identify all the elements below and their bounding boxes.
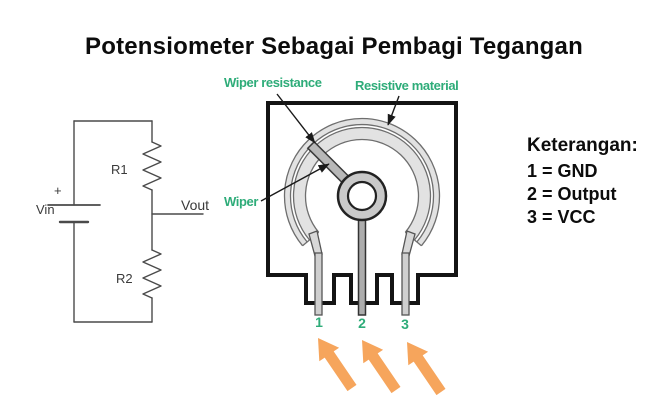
pin-1 xyxy=(314,252,323,316)
pin-3-label: 3 xyxy=(401,316,409,332)
legend-item-vcc: 3 = VCC xyxy=(527,207,596,227)
voltage-divider-circuit xyxy=(47,120,204,323)
pin-1-label: 1 xyxy=(315,314,323,330)
wiper-hub-hole xyxy=(346,180,378,212)
battery-plus-label: + xyxy=(54,183,62,198)
page-title: Potensiometer Sebagai Pembagi Tegangan xyxy=(85,33,583,60)
pot-terminals xyxy=(308,209,416,316)
potentiometer-body xyxy=(266,101,458,316)
r2-label: R2 xyxy=(116,271,133,286)
legend-title: Keterangan: xyxy=(527,135,638,156)
pointer-arrow-icon xyxy=(407,342,446,396)
wiper-arrow xyxy=(260,163,330,202)
callout-arrows xyxy=(260,93,400,202)
pin-2-label: 2 xyxy=(358,315,366,331)
resistive-material-arrow xyxy=(387,95,400,126)
wiper-resistance-arrow xyxy=(276,93,316,144)
wiper-label: Wiper xyxy=(224,194,258,209)
legend: Keterangan: 1 = GND 2 = Output 3 = VCC xyxy=(527,135,638,229)
resistor-r2 xyxy=(142,249,162,299)
pin-2-wiper-stem xyxy=(357,209,367,316)
r1-label: R1 xyxy=(111,162,128,177)
legend-item-gnd: 1 = GND xyxy=(527,161,598,181)
wiper-resistance-label: Wiper resistance xyxy=(224,75,322,90)
vin-label: Vin xyxy=(36,202,55,217)
pointer-arrows xyxy=(318,338,446,396)
pointer-arrow-icon xyxy=(318,338,357,392)
vout-label: Vout xyxy=(181,197,210,213)
pointer-arrow-icon xyxy=(362,340,401,394)
pin-3 xyxy=(401,252,410,316)
resistive-material-label: Resistive material xyxy=(355,78,459,93)
legend-item-output: 2 = Output xyxy=(527,184,617,204)
resistor-r1 xyxy=(142,141,162,191)
